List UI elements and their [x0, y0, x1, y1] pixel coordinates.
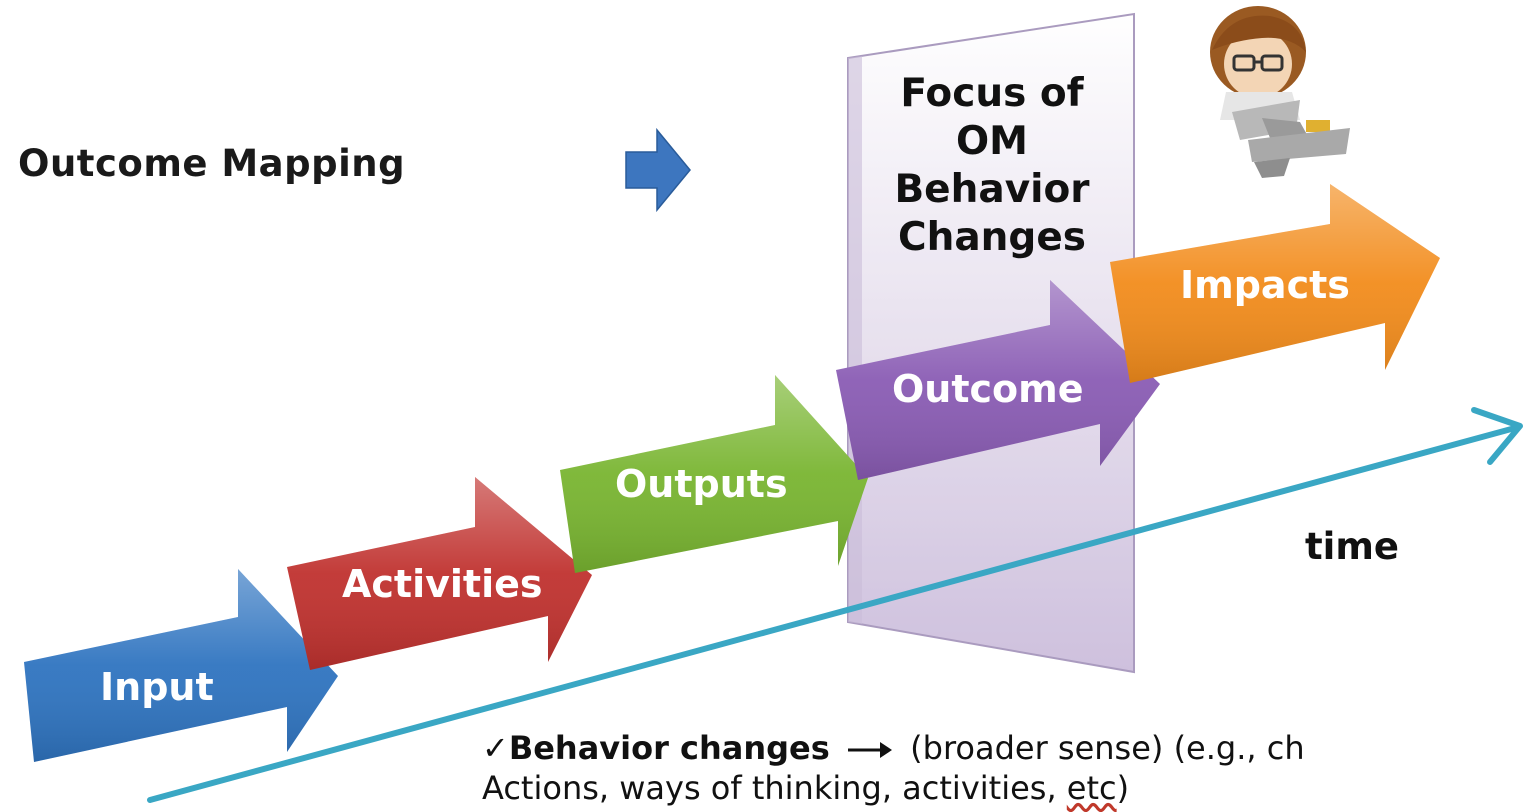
- arrow-gloss: [287, 477, 592, 670]
- page-title: Outcome Mapping: [18, 142, 406, 185]
- arrow-label: Outcome: [892, 367, 1084, 411]
- note-rest: (broader sense) (e.g., ch: [910, 729, 1305, 767]
- arrow-gloss: [836, 280, 1160, 480]
- focus-line: Focus of: [900, 71, 1084, 116]
- note-line2-etc: etc: [1066, 769, 1117, 807]
- arrow-gloss: [24, 569, 338, 762]
- process-arrow-outcome: Outcome: [836, 280, 1160, 480]
- arrow-label: Outputs: [615, 462, 788, 506]
- note-line2-a: Actions, ways of thinking, activities,: [482, 769, 1067, 807]
- note-line-2: Actions, ways of thinking, activities, e…: [482, 768, 1530, 808]
- arrow-gloss: [1110, 184, 1440, 383]
- arrow-label: Input: [100, 665, 214, 709]
- focus-line: OM: [956, 119, 1028, 164]
- check-icon: ✓: [482, 729, 509, 767]
- focus-line: Changes: [897, 215, 1087, 260]
- process-arrow-impacts: Impacts: [1110, 184, 1440, 383]
- process-arrow-outputs: Outputs: [560, 375, 868, 573]
- focus-panel-text: Focus of OM Behavior Changes: [852, 70, 1132, 262]
- behavior-note: ✓Behavior changes (broader sense) (e.g.,…: [482, 728, 1530, 808]
- process-arrow-input: Input: [24, 569, 338, 762]
- long-arrow-icon: [847, 742, 892, 758]
- right-arrow-icon: [625, 127, 691, 213]
- time-axis-label: time: [1305, 525, 1400, 568]
- process-arrows: Input Activities Outputs Outcome Impacts: [24, 184, 1440, 762]
- arrow-gloss: [560, 375, 868, 573]
- focus-line: Behavior: [894, 167, 1090, 212]
- person-at-desk-icon: [1210, 6, 1350, 178]
- note-bold: Behavior changes: [508, 729, 830, 767]
- arrow-label: Impacts: [1180, 263, 1350, 307]
- note-line2-c: ): [1116, 769, 1130, 807]
- note-line-1: ✓Behavior changes (broader sense) (e.g.,…: [482, 728, 1530, 768]
- process-arrow-activities: Activities: [287, 477, 592, 670]
- time-axis: [147, 407, 1523, 803]
- arrow-label: Activities: [342, 562, 543, 606]
